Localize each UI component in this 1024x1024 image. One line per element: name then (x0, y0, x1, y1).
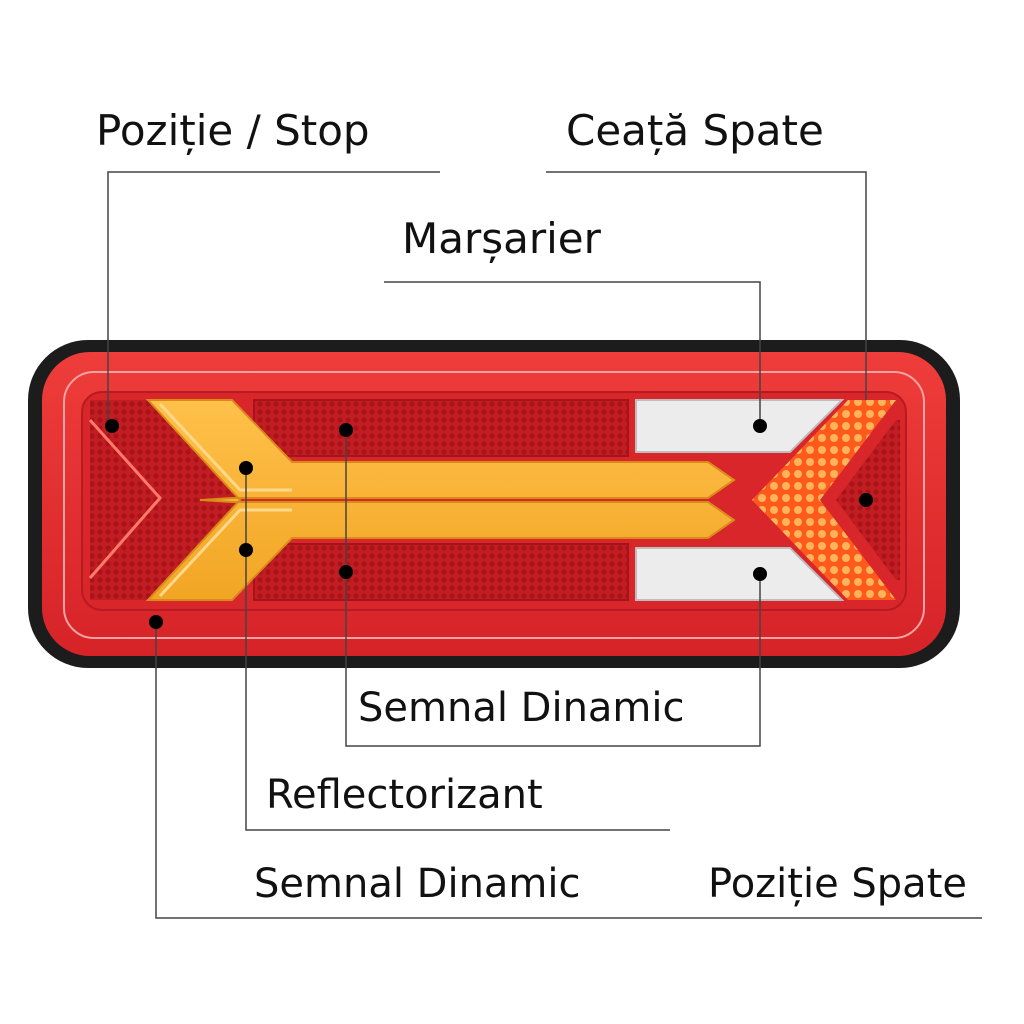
label-pozitie-stop: Poziție / Stop (96, 106, 370, 155)
reverse-light-top (635, 399, 845, 453)
top-reflector-strip (253, 399, 629, 457)
dot-reflector-bottom (339, 565, 353, 579)
left-chevron-outline (88, 418, 163, 579)
dot-reflector-top (339, 423, 353, 437)
dot-position-rear (859, 493, 873, 507)
dot-reverse-bottom (753, 567, 767, 581)
dot-reverse-top (753, 419, 767, 433)
leader-lines (107, 171, 982, 919)
bottom-reflector-strip (253, 543, 629, 601)
amber-arrow-ridge (158, 402, 292, 598)
label-pozitie-spate: Poziție Spate (708, 861, 967, 907)
lamp-inner-rim (63, 371, 925, 639)
label-semnal-dinamic-lower: Semnal Dinamic (254, 861, 581, 907)
dot-dynamic-lower (149, 615, 163, 629)
marker-dots (105, 419, 873, 629)
label-marsarier: Marșarier (402, 214, 601, 263)
label-reflectorizant: Reflectorizant (266, 772, 543, 818)
label-semnal-dinamic-upper: Semnal Dinamic (358, 685, 685, 731)
amber-dynamic-indicator (145, 399, 736, 601)
fog-light-chevron (752, 400, 896, 600)
left-position-stop-zone (90, 400, 240, 600)
label-ceata-spate: Ceață Spate (566, 106, 824, 155)
dot-amber-bottom (239, 543, 253, 557)
dot-amber-top (239, 461, 253, 475)
dot-position-stop (105, 419, 119, 433)
reverse-light-bottom (635, 547, 845, 601)
